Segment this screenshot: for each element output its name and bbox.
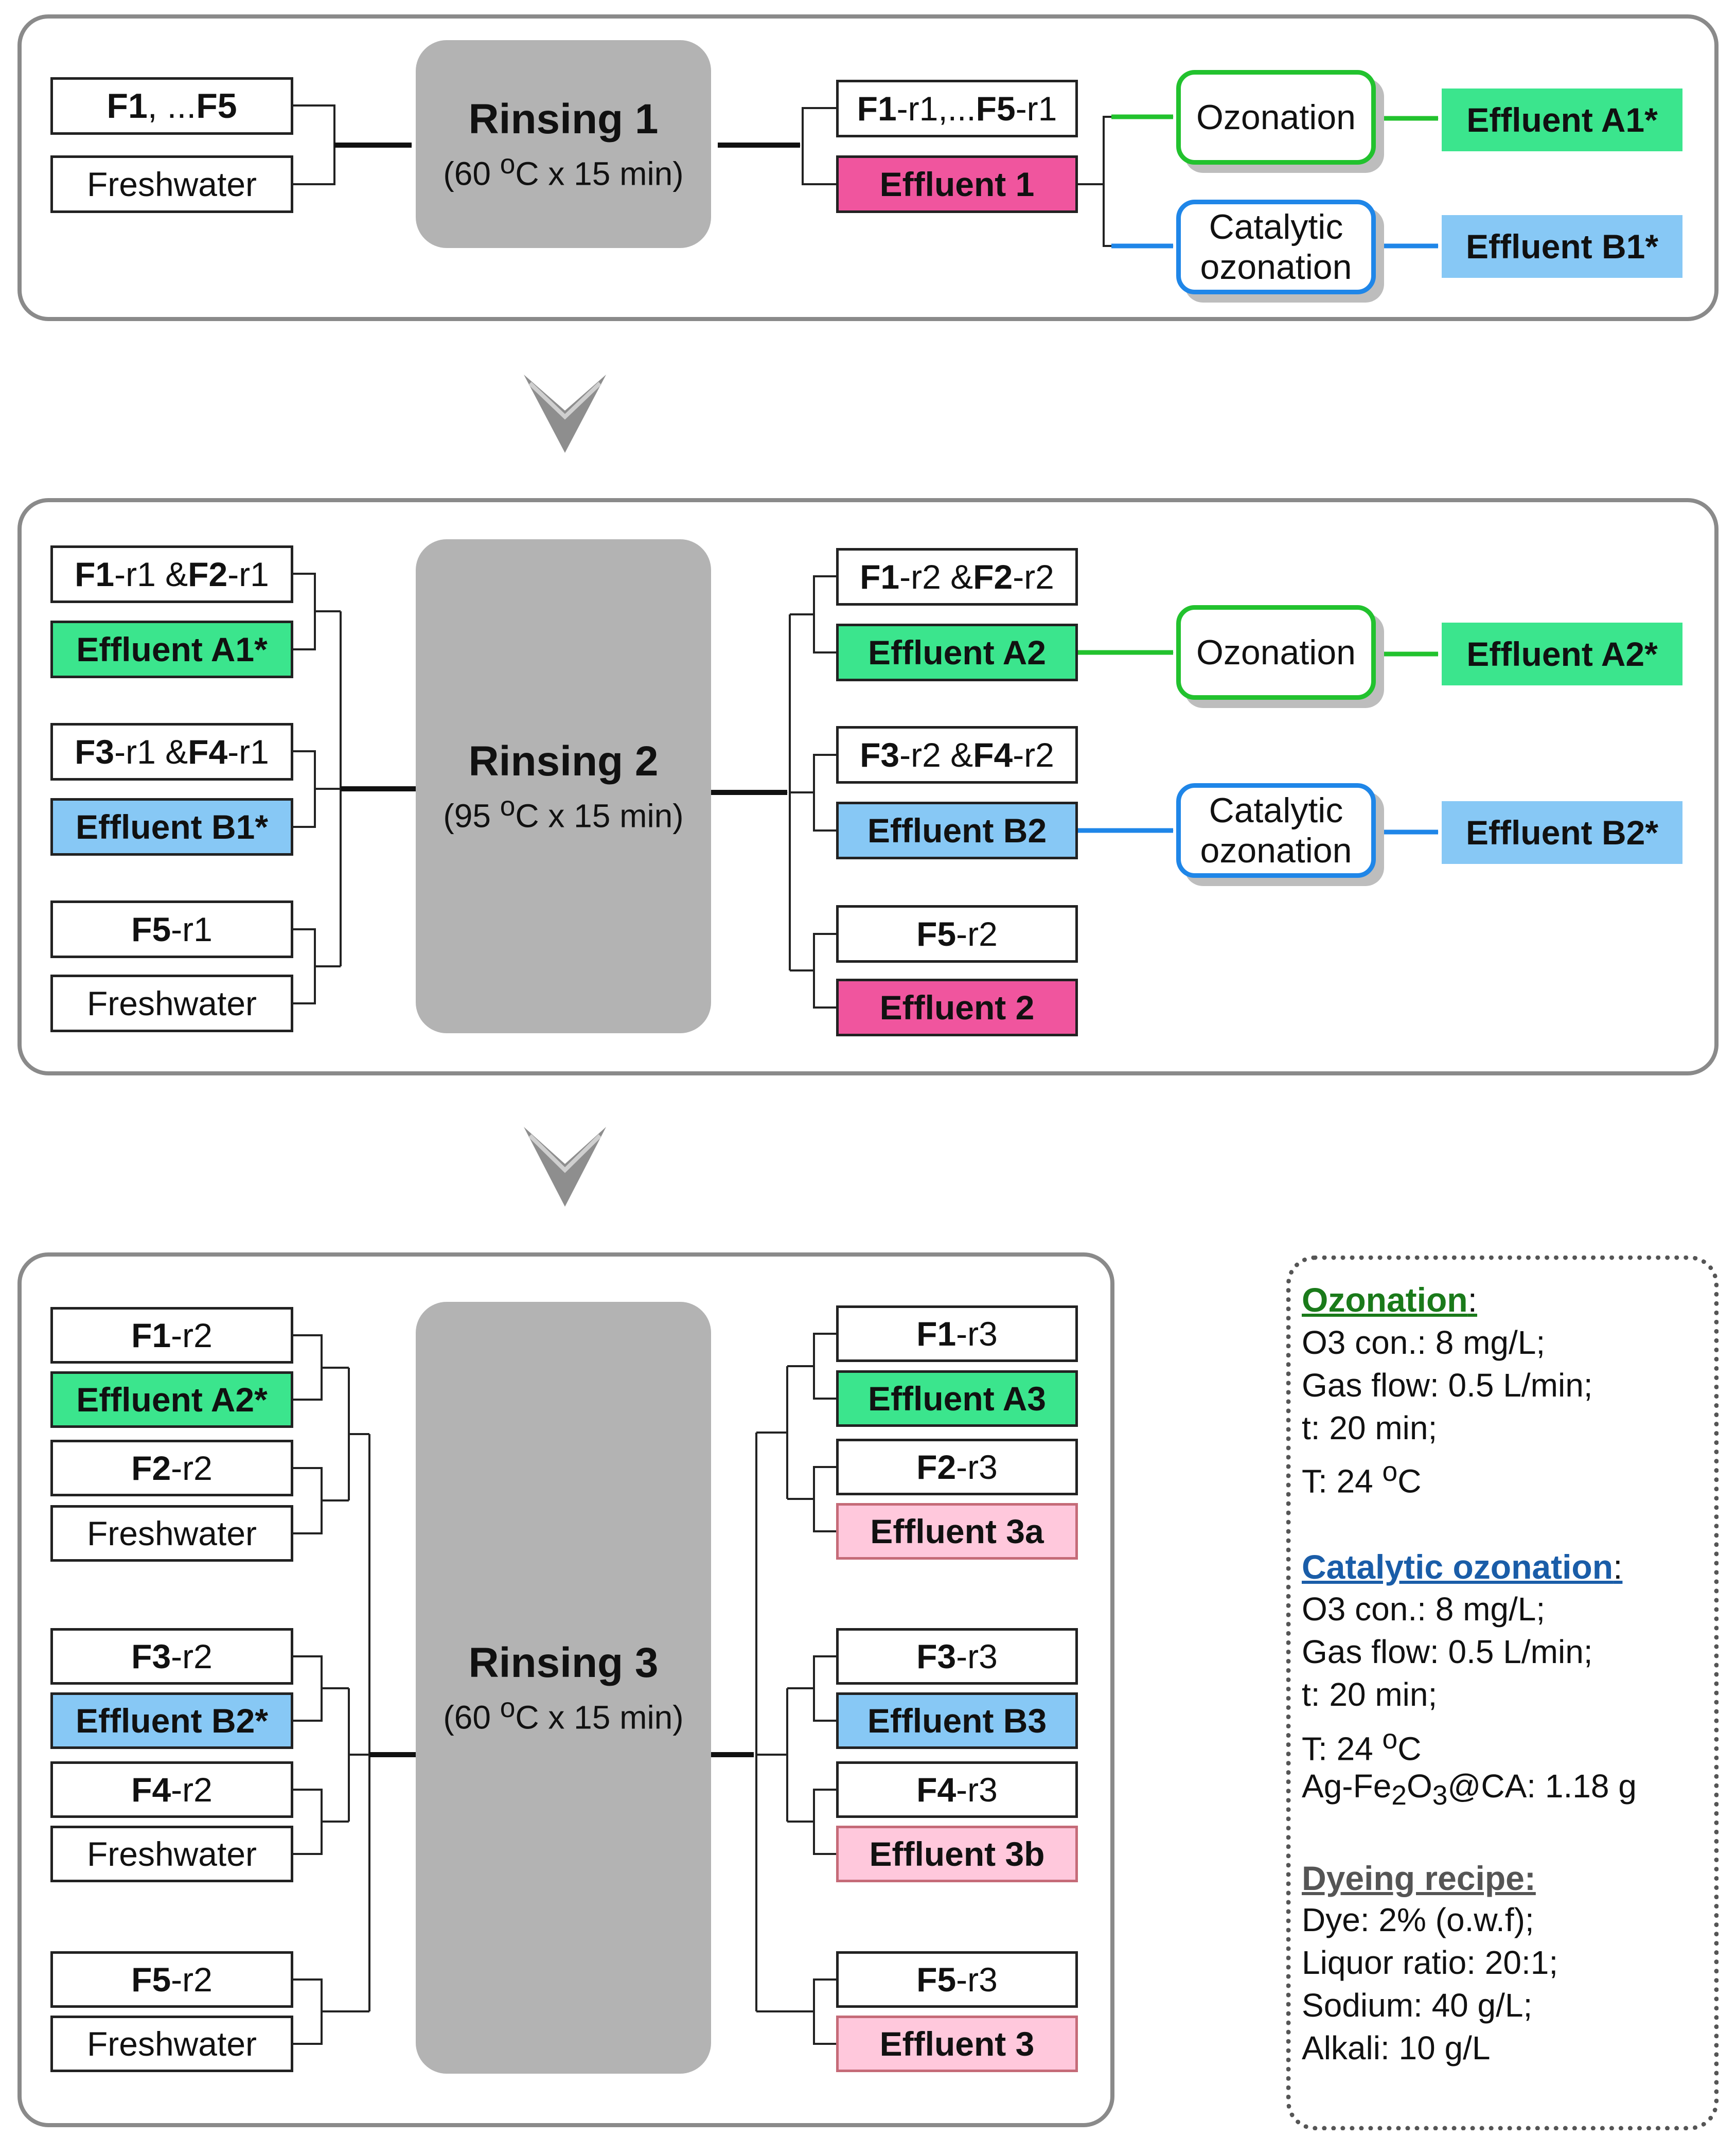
s1-result-b1: Effluent B1* [1442,215,1682,278]
legend-catalytic-item: Gas flow: 0.5 L/min; [1302,1633,1593,1670]
legend-ozonation-item: t: 20 min; [1302,1409,1438,1446]
s2-output-f1f2: F1-r2 & F2-r2 [836,548,1078,606]
legend-catalytic-item: T: 24 oC [1302,1724,1422,1768]
s3-input-effluent-a2: Effluent A2* [50,1371,293,1428]
s3-input-effluent-b2: Effluent B2* [50,1692,293,1749]
legend-ozonation-item: O3 con.: 8 mg/L; [1302,1324,1546,1361]
rinsing-1-title: Rinsing 1 [468,96,659,143]
rinsing-3-process: Rinsing 3 (60 oC x 15 min) [416,1302,711,2074]
s2-input-effluent-b1: Effluent B1* [50,798,293,856]
legend-catalytic-item: t: 20 min; [1302,1676,1438,1713]
down-chevron-1 [524,375,606,453]
legend-catalytic-item: Ag-Fe2O3@CA: 1.18 g [1302,1768,1637,1811]
s3-output-f5: F5-r3 [836,1951,1078,2008]
s1-result-a1: Effluent A1* [1442,89,1682,151]
s2-input-freshwater: Freshwater [50,975,293,1032]
legend-ozonation-sep: : [1467,1281,1477,1319]
s3-output-effluent-b3: Effluent B3 [836,1692,1078,1749]
rinsing-3-title: Rinsing 3 [468,1639,659,1687]
s3-output-f2: F2-r3 [836,1439,1078,1495]
legend-catalytic-sep: : [1613,1548,1623,1586]
s3-input-freshwater-b: Freshwater [50,1826,293,1882]
s2-result-a2: Effluent A2* [1442,623,1682,685]
rinsing-2-conditions: (95 oC x 15 min) [443,791,684,835]
s1-input-freshwater: Freshwater [50,155,293,213]
legend-dyeing-item: Liquor ratio: 20:1; [1302,1944,1558,1981]
legend-catalytic-title: Catalytic ozonation [1302,1548,1614,1586]
s2-output-effluent-b2: Effluent B2 [836,802,1078,859]
s3-input-f5: F5-r2 [50,1951,293,2008]
rinsing-2-process: Rinsing 2 (95 oC x 15 min) [416,539,711,1033]
legend-dyeing-item: Sodium: 40 g/L; [1302,1987,1533,2024]
s2-output-f5: F5-r2 [836,905,1078,963]
legend-ozonation-item: T: 24 oC [1302,1457,1422,1500]
s1-output-effluent1: Effluent 1 [836,155,1078,213]
s3-output-f4: F4-r3 [836,1761,1078,1818]
s3-input-freshwater-c: Freshwater [50,2016,293,2072]
s2-ozonation: Ozonation [1176,605,1376,700]
s3-output-effluent-3b: Effluent 3b [836,1826,1078,1882]
rinsing-3-conditions: (60 oC x 15 min) [443,1693,684,1736]
s3-input-f4: F4-r2 [50,1761,293,1818]
s2-output-f3f4: F3-r2 & F4-r2 [836,726,1078,784]
s3-output-effluent-a3: Effluent A3 [836,1370,1078,1427]
s2-output-effluent2: Effluent 2 [836,979,1078,1036]
rinsing-2-title: Rinsing 2 [468,738,659,785]
s2-input-effluent-a1: Effluent A1* [50,621,293,678]
legend-dyeing-heading: Dyeing recipe: [1302,1859,1536,1897]
down-chevron-2 [524,1127,606,1207]
s3-output-effluent3: Effluent 3 [836,2016,1078,2072]
rinsing-1-process: Rinsing 1 (60 oC x 15 min) [416,40,711,248]
legend-ozonation-title: Ozonation [1302,1281,1468,1319]
s3-output-effluent-3a: Effluent 3a [836,1503,1078,1560]
legend-ozonation-heading: Ozonation: [1302,1280,1477,1319]
s2-result-b2: Effluent B2* [1442,801,1682,864]
s3-input-f3: F3-r2 [50,1628,293,1685]
legend-ozonation-item: Gas flow: 0.5 L/min; [1302,1367,1593,1404]
rinsing-1-conditions: (60 oC x 15 min) [443,149,684,192]
s3-input-f1: F1-r2 [50,1307,293,1364]
legend-dyeing-item: Alkali: 10 g/L [1302,2029,1491,2066]
s2-output-effluent-a2: Effluent A2 [836,624,1078,681]
s3-output-f3: F3-r3 [836,1628,1078,1685]
legend-dyeing-item: Dye: 2% (o.w.f); [1302,1901,1534,1938]
conditions-legend [1286,1256,1719,2130]
s1-ozonation: Ozonation [1176,70,1376,165]
s1-output-fabrics: F1-r1,...F5-r1 [836,80,1078,137]
s3-input-freshwater-a: Freshwater [50,1505,293,1562]
s3-input-f2: F2-r2 [50,1440,293,1496]
s2-input-f5: F5-r1 [50,900,293,958]
s1-input-fabrics: F1, ... F5 [50,77,293,135]
s3-output-f1: F1-r3 [836,1305,1078,1362]
s2-input-f1f2: F1-r1 & F2-r1 [50,545,293,603]
legend-catalytic-item: O3 con.: 8 mg/L; [1302,1591,1546,1628]
legend-catalytic-heading: Catalytic ozonation: [1302,1547,1622,1586]
s2-input-f3f4: F3-r1 & F4-r1 [50,723,293,781]
